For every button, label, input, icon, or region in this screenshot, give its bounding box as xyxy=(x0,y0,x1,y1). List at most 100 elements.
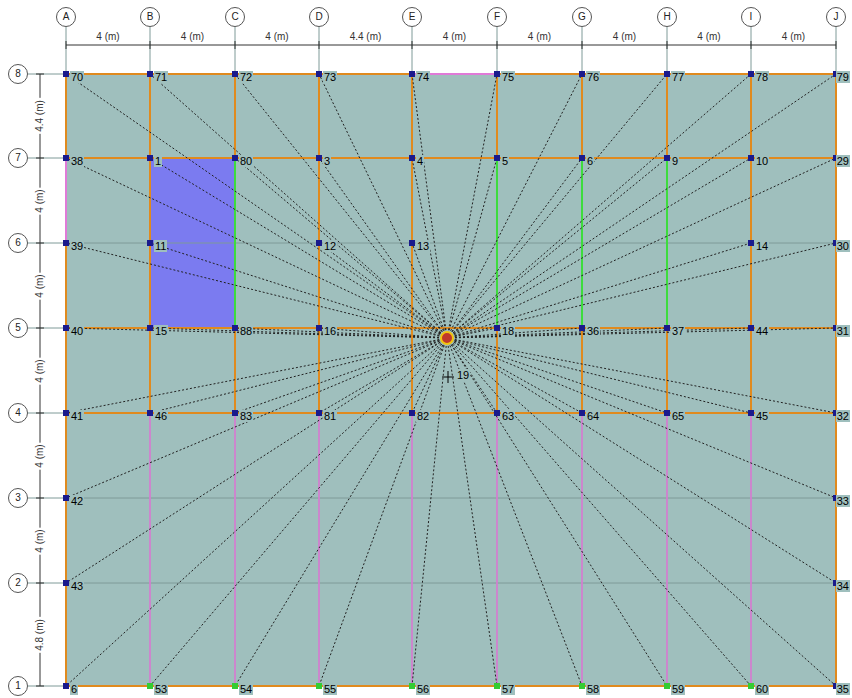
joint-number: 80 xyxy=(239,155,253,167)
joint-number: 40 xyxy=(70,325,84,337)
grid-bubble: E xyxy=(402,7,422,27)
joint-marker xyxy=(63,580,69,586)
joint-number: 55 xyxy=(323,683,337,695)
diaphragm-link xyxy=(447,74,751,338)
diaphragm-link xyxy=(447,338,667,686)
grid-lines xyxy=(28,27,836,686)
joint-number: 41 xyxy=(70,410,84,422)
joint-marker xyxy=(748,240,754,246)
joint-number: 33 xyxy=(836,495,850,507)
joint-marker xyxy=(748,683,754,689)
diaphragm-link xyxy=(66,338,447,686)
diaphragm-link xyxy=(447,338,582,413)
grid-bubble: G xyxy=(572,7,592,27)
joint-number: 18 xyxy=(501,325,515,337)
joint-marker xyxy=(664,71,670,77)
dimension-label: 4.8 (m) xyxy=(34,617,46,653)
joint-marker xyxy=(748,325,754,331)
dimension-label: 4 (m) xyxy=(34,272,46,299)
joint-number: 79 xyxy=(836,71,850,83)
joint-marker xyxy=(494,410,500,416)
joint-number: 4 xyxy=(416,155,424,167)
dimension-label: 4 (m) xyxy=(611,31,638,43)
diaphragm-link xyxy=(150,328,447,338)
joint-number: 31 xyxy=(836,325,850,337)
joint-number: 12 xyxy=(323,240,337,252)
joint-marker xyxy=(579,410,585,416)
grid-bubble: 2 xyxy=(8,573,28,593)
joint-number: 78 xyxy=(755,71,769,83)
joint-marker xyxy=(579,325,585,331)
diaphragm-link xyxy=(447,338,836,498)
joint-number: 58 xyxy=(586,683,600,695)
diaphragm-link xyxy=(447,243,751,338)
diaphragm-link xyxy=(150,158,447,338)
joint-number: 74 xyxy=(416,71,430,83)
grid-line xyxy=(412,27,413,686)
grid-line xyxy=(582,27,583,686)
joint-number: 75 xyxy=(501,71,515,83)
diaphragm-link xyxy=(319,338,447,413)
diaphragm-link xyxy=(150,338,447,686)
diaphragm-link xyxy=(66,338,447,498)
joint-marker xyxy=(748,155,754,161)
joint-marker xyxy=(232,71,238,77)
center-mark xyxy=(442,377,454,378)
joint-number: 57 xyxy=(501,683,515,695)
grid-label: 1 xyxy=(15,681,21,691)
joint-marker xyxy=(579,155,585,161)
joint-number: 11 xyxy=(154,240,167,252)
joint-marker xyxy=(147,325,153,331)
diaphragm-link xyxy=(150,74,447,338)
joint-number: 88 xyxy=(239,325,253,337)
joint-marker xyxy=(63,240,69,246)
beam-line xyxy=(66,412,836,414)
grid-bubble: 7 xyxy=(8,148,28,168)
joint-marker xyxy=(147,683,153,689)
dimension-label: 4 (m) xyxy=(34,527,46,554)
joint-number: 70 xyxy=(70,71,84,83)
joint-number: 65 xyxy=(671,410,685,422)
joint-number: 29 xyxy=(836,155,850,167)
grid-line xyxy=(319,27,320,686)
beam-line xyxy=(66,157,836,159)
joint-marker xyxy=(63,410,69,416)
diaphragm-link xyxy=(66,338,447,413)
wall-line xyxy=(581,413,583,686)
grid-label: 8 xyxy=(15,69,21,79)
joint-number: 37 xyxy=(671,325,685,337)
wall-line xyxy=(496,413,498,686)
grid-label: A xyxy=(63,12,70,22)
joint-number: 53 xyxy=(154,683,168,695)
joint-number: 42 xyxy=(70,495,84,507)
diaphragm-link xyxy=(412,243,447,338)
diaphragm-link xyxy=(319,328,447,338)
diaphragm-link xyxy=(235,328,447,338)
diaphragm-link xyxy=(447,74,582,338)
beam-line xyxy=(66,73,836,75)
wall-line xyxy=(496,158,498,328)
grid-label: 5 xyxy=(15,323,21,333)
joint-marker xyxy=(664,325,670,331)
joint-number: 59 xyxy=(671,683,685,695)
dimension-label: 4.4 (m) xyxy=(34,98,46,134)
beam-line xyxy=(496,74,498,413)
mass-center xyxy=(441,332,453,344)
joint-marker xyxy=(494,325,500,331)
beam-line xyxy=(835,413,837,686)
grid-bubble: 6 xyxy=(8,233,28,253)
diaphragm-link xyxy=(447,158,751,338)
joint-marker xyxy=(409,71,415,77)
joint-number: 56 xyxy=(416,683,430,695)
diaphragm-link xyxy=(447,158,582,338)
joint-number: 35 xyxy=(836,683,850,695)
joint-marker xyxy=(316,71,322,77)
wall-line xyxy=(234,413,236,686)
grid-bubble: F xyxy=(487,7,507,27)
grid-bubble: 5 xyxy=(8,318,28,338)
grid-label: F xyxy=(494,12,500,22)
joint-marker xyxy=(316,240,322,246)
diaphragm-link xyxy=(319,243,447,338)
grid-line xyxy=(66,27,67,686)
